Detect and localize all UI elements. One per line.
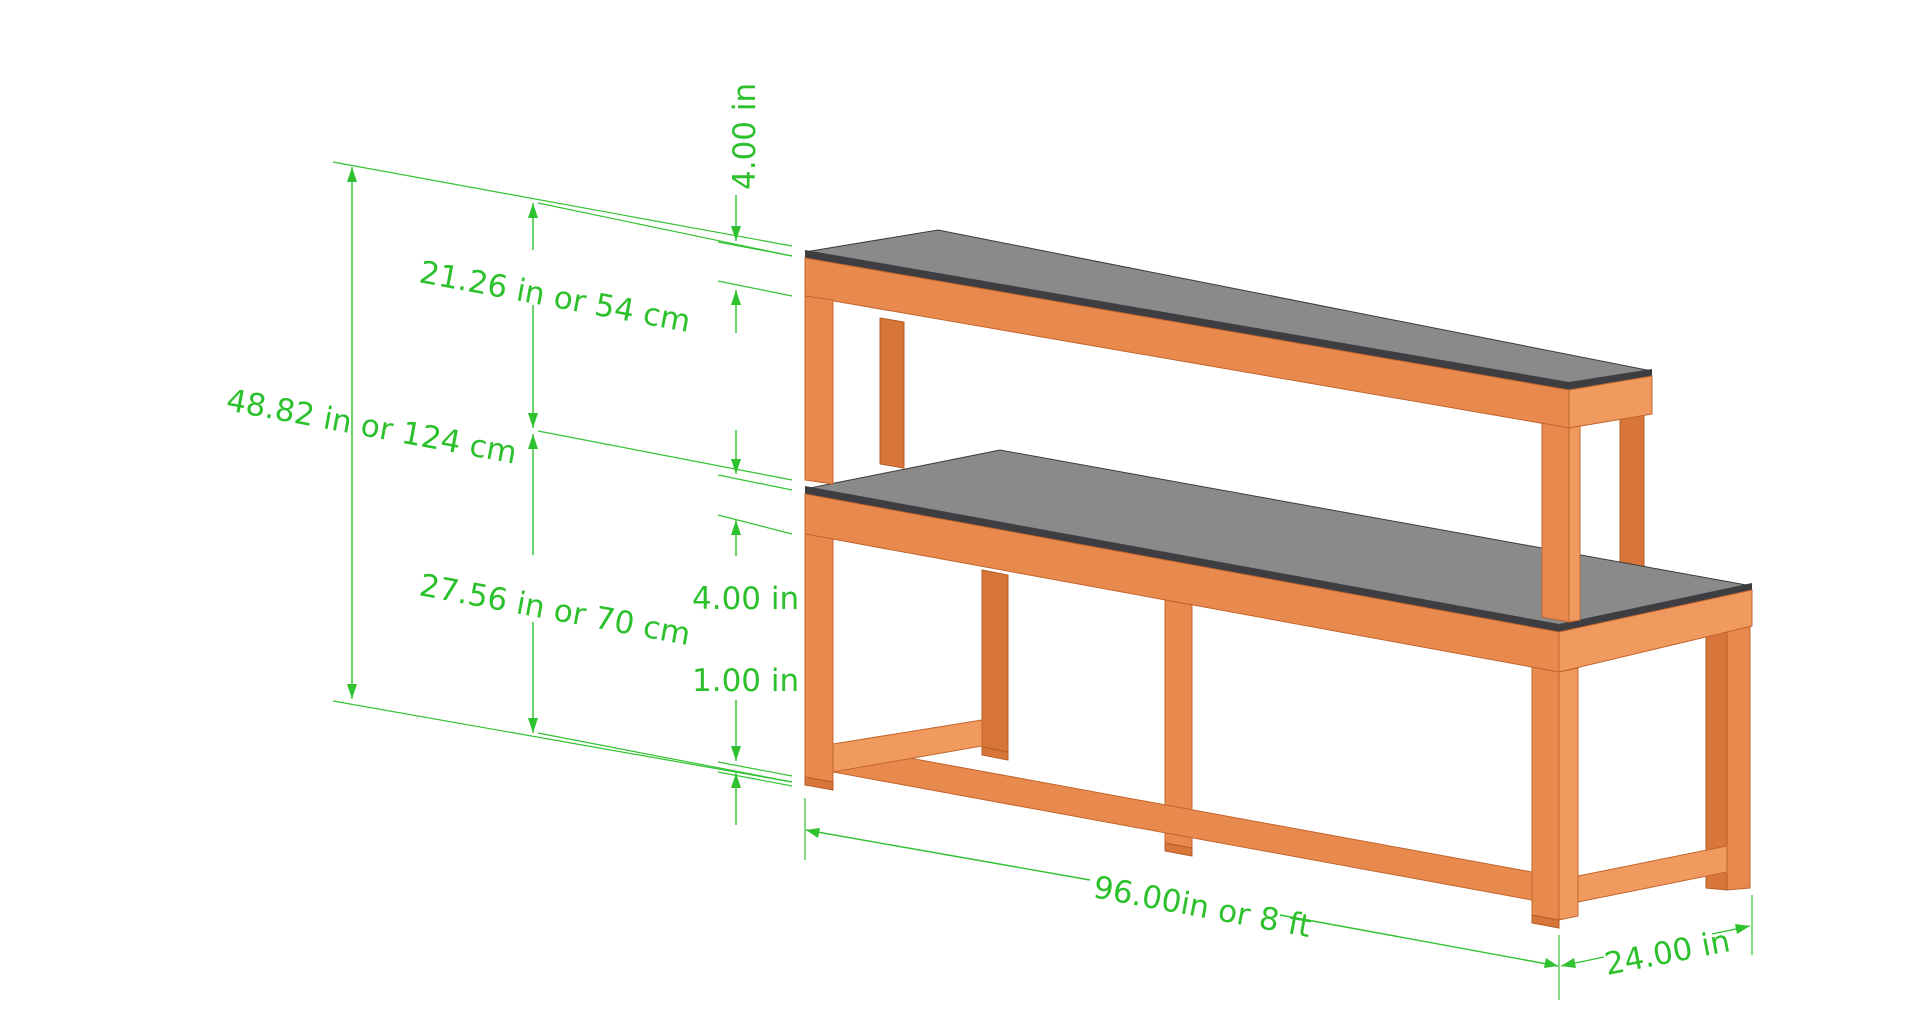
dim-overall-height (347, 167, 357, 699)
extension-lines (332, 161, 1753, 1000)
top-clearance-label: 4.00 in (727, 83, 763, 190)
lower-shelf-height-label: 27.56 in or 70 cm (417, 567, 694, 652)
foot-height-label: 1.00 in (692, 663, 799, 699)
dim-length (805, 828, 1559, 968)
upper-frame (804, 257, 1653, 623)
upper-shelf (804, 229, 1653, 390)
dim-apron (731, 430, 741, 556)
dim-lower-shelf-height (528, 434, 538, 733)
lower-frame (804, 493, 1753, 929)
length-label: 96.00in or 8 ft (1091, 869, 1314, 945)
lower-shelf (804, 449, 1753, 632)
dim-depth (1560, 924, 1751, 968)
dim-foot (731, 700, 741, 825)
dim-upper-shelf-height (528, 203, 538, 428)
overall-height-label: 48.82 in or 124 cm (224, 382, 520, 471)
upper-shelf-height-label: 21.26 in or 54 cm (417, 254, 694, 339)
apron-height-label: 4.00 in (692, 581, 799, 617)
shelving-unit (804, 229, 1753, 929)
depth-label: 24.00 in (1602, 923, 1733, 983)
dim-top-clearance (731, 195, 741, 333)
